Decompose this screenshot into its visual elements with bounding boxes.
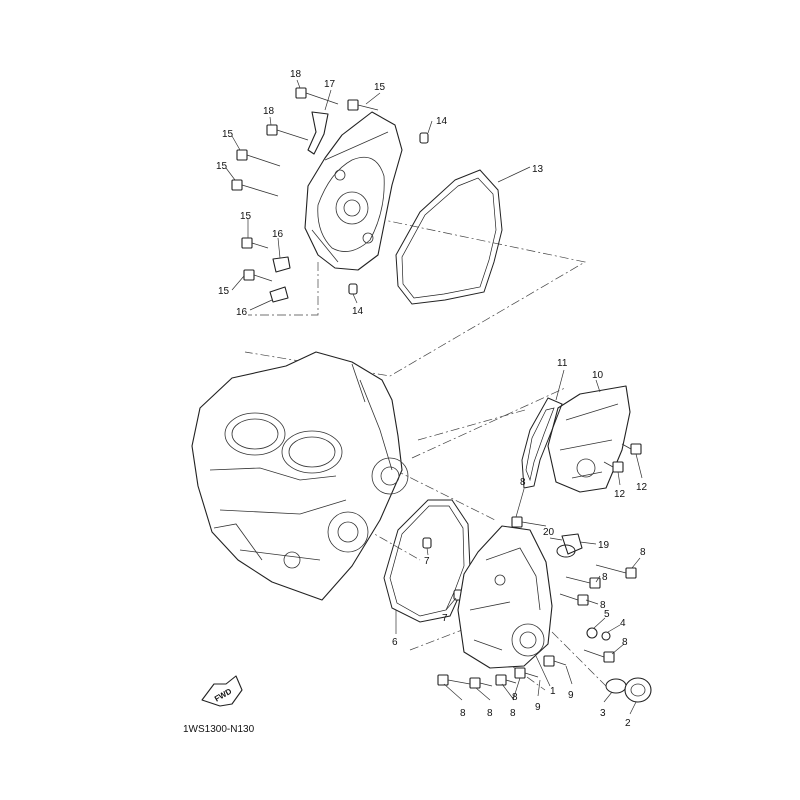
callout-label: 4 bbox=[620, 618, 626, 629]
callout-label: 12 bbox=[614, 489, 626, 500]
callout-label: 11 bbox=[557, 358, 568, 369]
callout-label: 2 bbox=[625, 718, 631, 729]
callout-label: 8 bbox=[602, 572, 608, 583]
callout-label: 9 bbox=[535, 702, 541, 713]
callout-label: 13 bbox=[532, 164, 544, 175]
clamp bbox=[269, 286, 289, 303]
crankcase-cover-1 bbox=[304, 111, 403, 271]
callout-label: 12 bbox=[636, 482, 648, 493]
o-ring bbox=[605, 678, 627, 694]
callout-label: 7 bbox=[442, 613, 448, 624]
o-ring bbox=[556, 544, 576, 558]
fwd-arrow-icon: FWD bbox=[201, 675, 243, 707]
callout-label: 14 bbox=[352, 306, 364, 317]
callout-label: 5 bbox=[604, 609, 610, 620]
callout-label: 17 bbox=[324, 79, 336, 90]
crankcase bbox=[191, 351, 409, 601]
callout-label: 15 bbox=[240, 211, 252, 222]
callout-label: 10 bbox=[592, 370, 604, 381]
callout-label: 16 bbox=[272, 229, 284, 240]
callout-label: 8 bbox=[512, 692, 518, 703]
cover-10 bbox=[547, 385, 631, 493]
callout-label: 8 bbox=[510, 708, 516, 719]
dowel-pin bbox=[348, 283, 358, 295]
gasket-11 bbox=[521, 397, 563, 489]
callout-label: 15 bbox=[216, 161, 228, 172]
callout-label: 19 bbox=[598, 540, 610, 551]
crankcase-cover-lower bbox=[457, 525, 553, 669]
callout-labels: 18 17 15 18 14 15 15 13 15 16 15 16 14 1… bbox=[216, 69, 648, 729]
callout-label: 3 bbox=[600, 708, 606, 719]
diagram-code: 1WS1300-N130 bbox=[183, 724, 255, 735]
callout-label: 7 bbox=[424, 556, 430, 567]
callout-label: 18 bbox=[263, 106, 275, 117]
cap bbox=[561, 533, 583, 555]
callout-label: 8 bbox=[622, 637, 628, 648]
callout-label: 15 bbox=[374, 82, 386, 93]
oil-filler-cap bbox=[624, 677, 652, 703]
dowel-pin bbox=[419, 132, 429, 144]
clamp bbox=[272, 256, 291, 273]
gasket-13 bbox=[395, 169, 503, 305]
callout-label: 15 bbox=[222, 129, 234, 140]
plug bbox=[601, 631, 611, 641]
callout-label: 8 bbox=[460, 708, 466, 719]
callout-label: 20 bbox=[543, 527, 555, 538]
leader-lines bbox=[225, 79, 643, 715]
callout-label: 14 bbox=[436, 116, 448, 127]
washer bbox=[586, 627, 598, 639]
dowel-pin bbox=[422, 537, 432, 549]
callout-label: 1 bbox=[550, 686, 556, 697]
bracket bbox=[307, 111, 329, 155]
callout-label: 18 bbox=[290, 69, 302, 80]
callout-label: 8 bbox=[487, 708, 493, 719]
oil-filler-cap-rim bbox=[630, 683, 646, 697]
callout-label: 9 bbox=[568, 690, 574, 701]
callout-label: 8 bbox=[520, 477, 526, 488]
callout-label: 16 bbox=[236, 307, 248, 318]
callout-label: 8 bbox=[640, 547, 646, 558]
bolts-lower bbox=[437, 516, 637, 689]
callout-label: 8 bbox=[600, 600, 606, 611]
callout-label: 15 bbox=[218, 286, 230, 297]
bolts-top bbox=[231, 87, 379, 282]
bolts-12 bbox=[603, 443, 642, 473]
callout-label: 6 bbox=[392, 637, 398, 648]
